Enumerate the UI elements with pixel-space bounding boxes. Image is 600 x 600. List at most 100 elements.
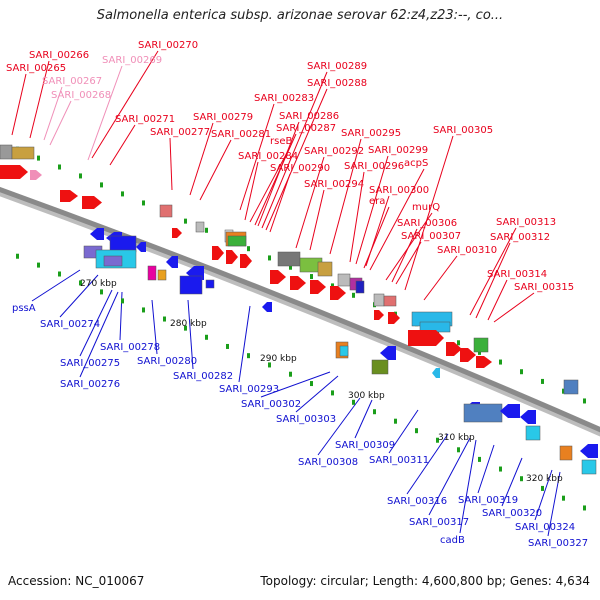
gene-label-sari-00271[interactable]: SARI_00271 — [115, 114, 175, 125]
forward-gene-arrow — [330, 286, 346, 300]
gene-label-sari-00266[interactable]: SARI_00266 — [29, 50, 89, 61]
tick-mark — [310, 274, 313, 280]
gene-label-sari-00277[interactable]: SARI_00277 — [150, 127, 210, 138]
gene-label-sari-00292[interactable]: SARI_00292 — [304, 146, 364, 157]
gene-label-sari-00327[interactable]: SARI_00327 — [528, 538, 588, 549]
tick-mark — [100, 289, 103, 295]
tick-mark — [541, 378, 544, 384]
genome-backbone — [0, 186, 600, 437]
gene-label-sari-00310[interactable]: SARI_00310 — [437, 245, 497, 256]
leader-line — [388, 409, 419, 454]
gene-label-sari-00284[interactable]: SARI_00284 — [238, 151, 298, 162]
gene-label-sari-00265[interactable]: SARI_00265 — [6, 63, 66, 74]
gene-label-sari-00309[interactable]: SARI_00309 — [335, 440, 395, 451]
gene-label-sari-00295[interactable]: SARI_00295 — [341, 128, 401, 139]
gene-label-sari-00316[interactable]: SARI_00316 — [387, 496, 447, 507]
gene-box — [463, 403, 503, 423]
gene-label-sari-00296[interactable]: SARI_00296 — [344, 161, 404, 172]
gene-label-sari-00308[interactable]: SARI_00308 — [298, 457, 358, 468]
gene-label-sari-00287[interactable]: SARI_00287 — [276, 123, 336, 134]
leader-line — [59, 274, 99, 318]
leader-line — [501, 457, 523, 507]
tick-mark — [499, 466, 502, 472]
gene-label-acps[interactable]: acpS — [404, 158, 428, 169]
accession-label: Accession: NC_010067 — [8, 574, 145, 588]
gene-label-sari-00280[interactable]: SARI_00280 — [137, 356, 197, 367]
gene-label-sari-00314[interactable]: SARI_00314 — [487, 269, 547, 280]
gene-label-sari-00283[interactable]: SARI_00283 — [254, 93, 314, 104]
gene-label-sari-00278[interactable]: SARI_00278 — [100, 342, 160, 353]
gene-label-sari-00290[interactable]: SARI_00290 — [270, 163, 330, 174]
gene-label-sari-00294[interactable]: SARI_00294 — [304, 179, 364, 190]
gene-label-cadb[interactable]: cadB — [440, 535, 465, 546]
leader-line — [391, 228, 418, 283]
tick-mark — [331, 390, 334, 396]
gene-label-sari-00274[interactable]: SARI_00274 — [40, 319, 100, 330]
gene-label-sari-00270[interactable]: SARI_00270 — [138, 40, 198, 51]
leader-line — [11, 73, 27, 136]
gene-label-sari-00315[interactable]: SARI_00315 — [514, 282, 574, 293]
gene-label-sari-00279[interactable]: SARI_00279 — [193, 112, 253, 123]
gene-box — [195, 221, 205, 233]
gene-label-sari-00281[interactable]: SARI_00281 — [211, 129, 271, 140]
leader-line — [261, 71, 328, 229]
gene-label-sari-00320[interactable]: SARI_00320 — [482, 508, 542, 519]
forward-gene-arrow — [270, 270, 286, 284]
map-title: Salmonella enterica subsp. arizonae sero… — [96, 8, 504, 23]
gene-label-sari-00300[interactable]: SARI_00300 — [369, 185, 429, 196]
gene-label-sari-00293[interactable]: SARI_00293 — [219, 384, 279, 395]
gene-label-sari-00312[interactable]: SARI_00312 — [490, 232, 550, 243]
gene-box — [373, 293, 385, 307]
leader-line — [187, 299, 194, 370]
tick-mark — [37, 155, 40, 161]
gene-label-sari-00289[interactable]: SARI_00289 — [307, 61, 367, 72]
gene-label-sari-00276[interactable]: SARI_00276 — [60, 379, 120, 390]
leader-line — [329, 138, 362, 255]
gene-label-sari-00288[interactable]: SARI_00288 — [307, 78, 367, 89]
gene-label-murq[interactable]: murQ — [412, 202, 440, 213]
gene-box — [147, 265, 157, 281]
gene-label-sari-00282[interactable]: SARI_00282 — [173, 371, 233, 382]
tick-marks — [16, 146, 586, 511]
leader-line — [199, 139, 232, 201]
tick-mark — [16, 253, 19, 259]
gene-label-sari-00286[interactable]: SARI_00286 — [279, 111, 339, 122]
leader-line — [91, 50, 159, 159]
tick-mark — [142, 307, 145, 313]
gene-label-sari-00275[interactable]: SARI_00275 — [60, 358, 120, 369]
tick-mark — [562, 495, 565, 501]
gene-label-sari-00306[interactable]: SARI_00306 — [397, 218, 457, 229]
gene-label-sari-00311[interactable]: SARI_00311 — [369, 455, 429, 466]
gene-label-era[interactable]: era — [369, 196, 385, 207]
tick-mark — [436, 437, 439, 443]
gene-label-rseb[interactable]: rseB — [270, 136, 292, 147]
tick-mark — [457, 340, 460, 346]
forward-gene-arrow — [374, 310, 384, 320]
gene-label-sari-00269[interactable]: SARI_00269 — [102, 55, 162, 66]
gene-box — [371, 359, 389, 375]
gene-box — [157, 269, 167, 281]
gene-label-sari-00303[interactable]: SARI_00303 — [276, 414, 336, 425]
gene-label-sari-00313[interactable]: SARI_00313 — [496, 217, 556, 228]
leader-line — [477, 444, 495, 494]
gene-label-sari-00299[interactable]: SARI_00299 — [368, 145, 428, 156]
tick-mark — [247, 246, 250, 252]
gene-label-sari-00307[interactable]: SARI_00307 — [401, 231, 461, 242]
scale-label: 320 kbp — [526, 474, 563, 484]
gene-label-sari-00267[interactable]: SARI_00267 — [42, 76, 102, 87]
gene-label-sari-00324[interactable]: SARI_00324 — [515, 522, 575, 533]
tick-mark — [352, 292, 355, 298]
gene-label-sari-00268[interactable]: SARI_00268 — [51, 90, 111, 101]
gene-label-sari-00319[interactable]: SARI_00319 — [458, 495, 518, 506]
tick-mark — [499, 359, 502, 365]
forward-gene-arrow — [0, 165, 28, 179]
gene-label-pssa[interactable]: pssA — [12, 303, 36, 314]
leader-line — [249, 146, 291, 223]
leader-line — [493, 292, 535, 323]
gene-label-sari-00305[interactable]: SARI_00305 — [433, 125, 493, 136]
forward-gene-arrow — [240, 254, 252, 268]
tick-mark — [142, 200, 145, 206]
gene-label-sari-00302[interactable]: SARI_00302 — [241, 399, 301, 410]
gene-label-sari-00317[interactable]: SARI_00317 — [409, 517, 469, 528]
